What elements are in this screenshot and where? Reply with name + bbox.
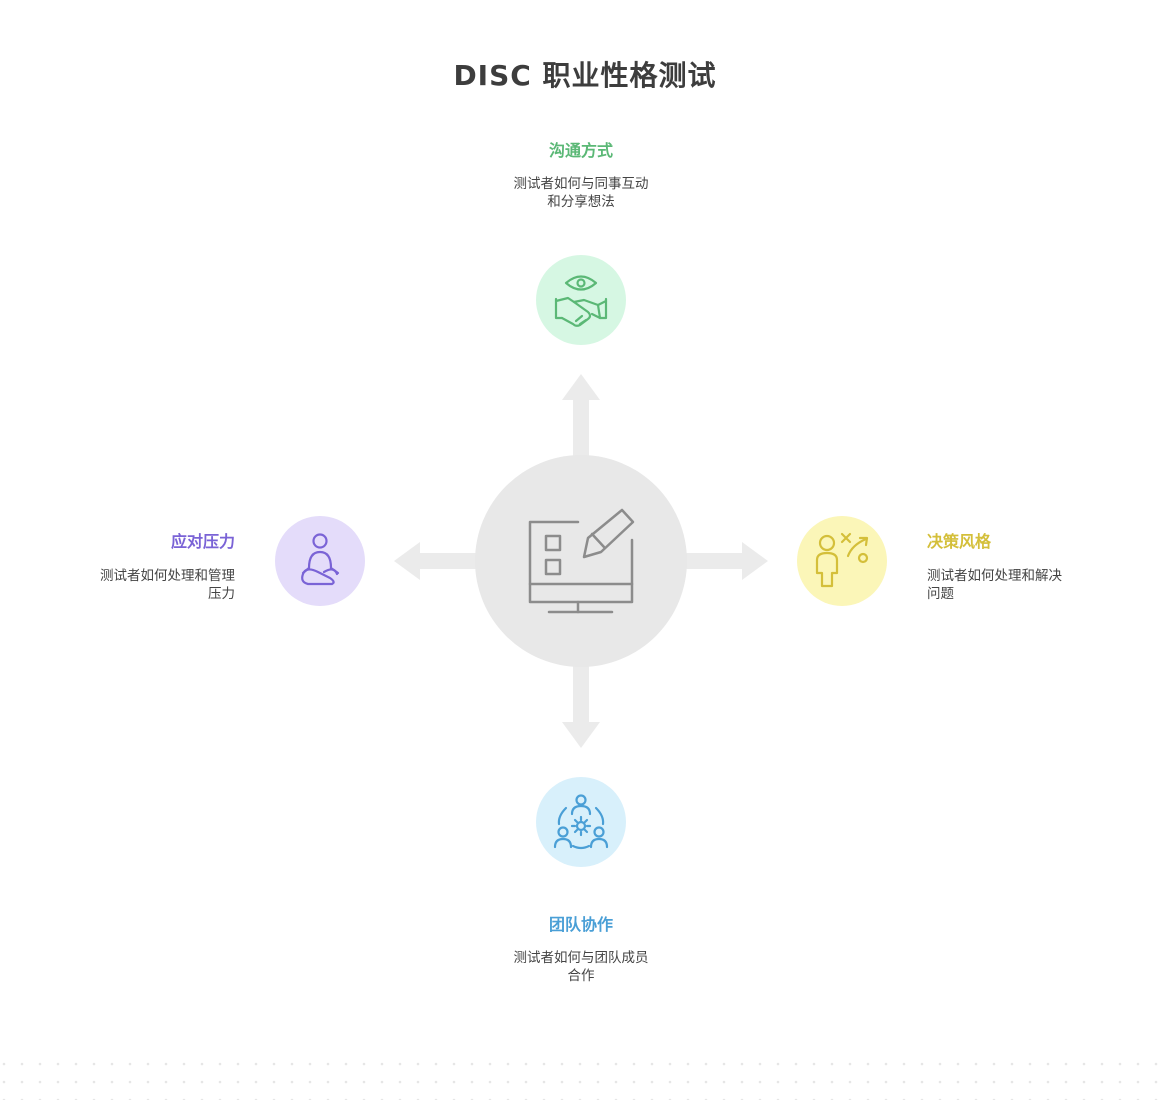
right-node-desc-line1: 测试者如何处理和解决: [927, 568, 1062, 584]
right-node-desc-line2: 问题: [927, 586, 954, 602]
left-node-desc-line1: 测试者如何处理和管理: [100, 568, 235, 584]
arrow-down: [562, 662, 600, 748]
top-node-title: 沟通方式: [548, 141, 613, 160]
bottom-node-desc-line1: 测试者如何与团队成员: [513, 950, 649, 966]
arrow-up: [562, 374, 600, 460]
team-gear-icon: [553, 794, 609, 850]
right-node-desc: 测试者如何处理和解决 问题: [927, 567, 1127, 603]
arrows: [394, 374, 768, 748]
left-node-desc-line2: 压力: [208, 586, 235, 602]
page-title: DISC 职业性格测试: [453, 59, 717, 92]
left-node-circle: [275, 516, 365, 606]
top-node-desc: 测试者如何与同事互动 和分享想法: [461, 175, 701, 211]
center-circle: [475, 455, 687, 667]
right-node-circle: [797, 516, 887, 606]
dot-pattern: [0, 1062, 1170, 1100]
bottom-node-desc: 测试者如何与团队成员 合作: [461, 949, 701, 985]
top-node-desc-line1: 测试者如何与同事互动: [513, 176, 649, 192]
arrow-left: [394, 542, 478, 580]
arrow-right: [684, 542, 768, 580]
right-node-title: 决策风格: [927, 532, 992, 551]
eye-handshake-icon: [554, 275, 608, 327]
person-strategy-icon: [815, 532, 869, 588]
left-node-title: 应对压力: [170, 532, 235, 551]
top-node-desc-line2: 和分享想法: [547, 194, 615, 210]
bottom-node-title: 团队协作: [548, 915, 613, 934]
left-node-desc: 测试者如何处理和管理 压力: [35, 567, 235, 603]
bottom-node-desc-line2: 合作: [567, 968, 595, 984]
meditation-person-icon: [301, 533, 340, 586]
computer-checklist-pencil-icon: [528, 508, 635, 614]
